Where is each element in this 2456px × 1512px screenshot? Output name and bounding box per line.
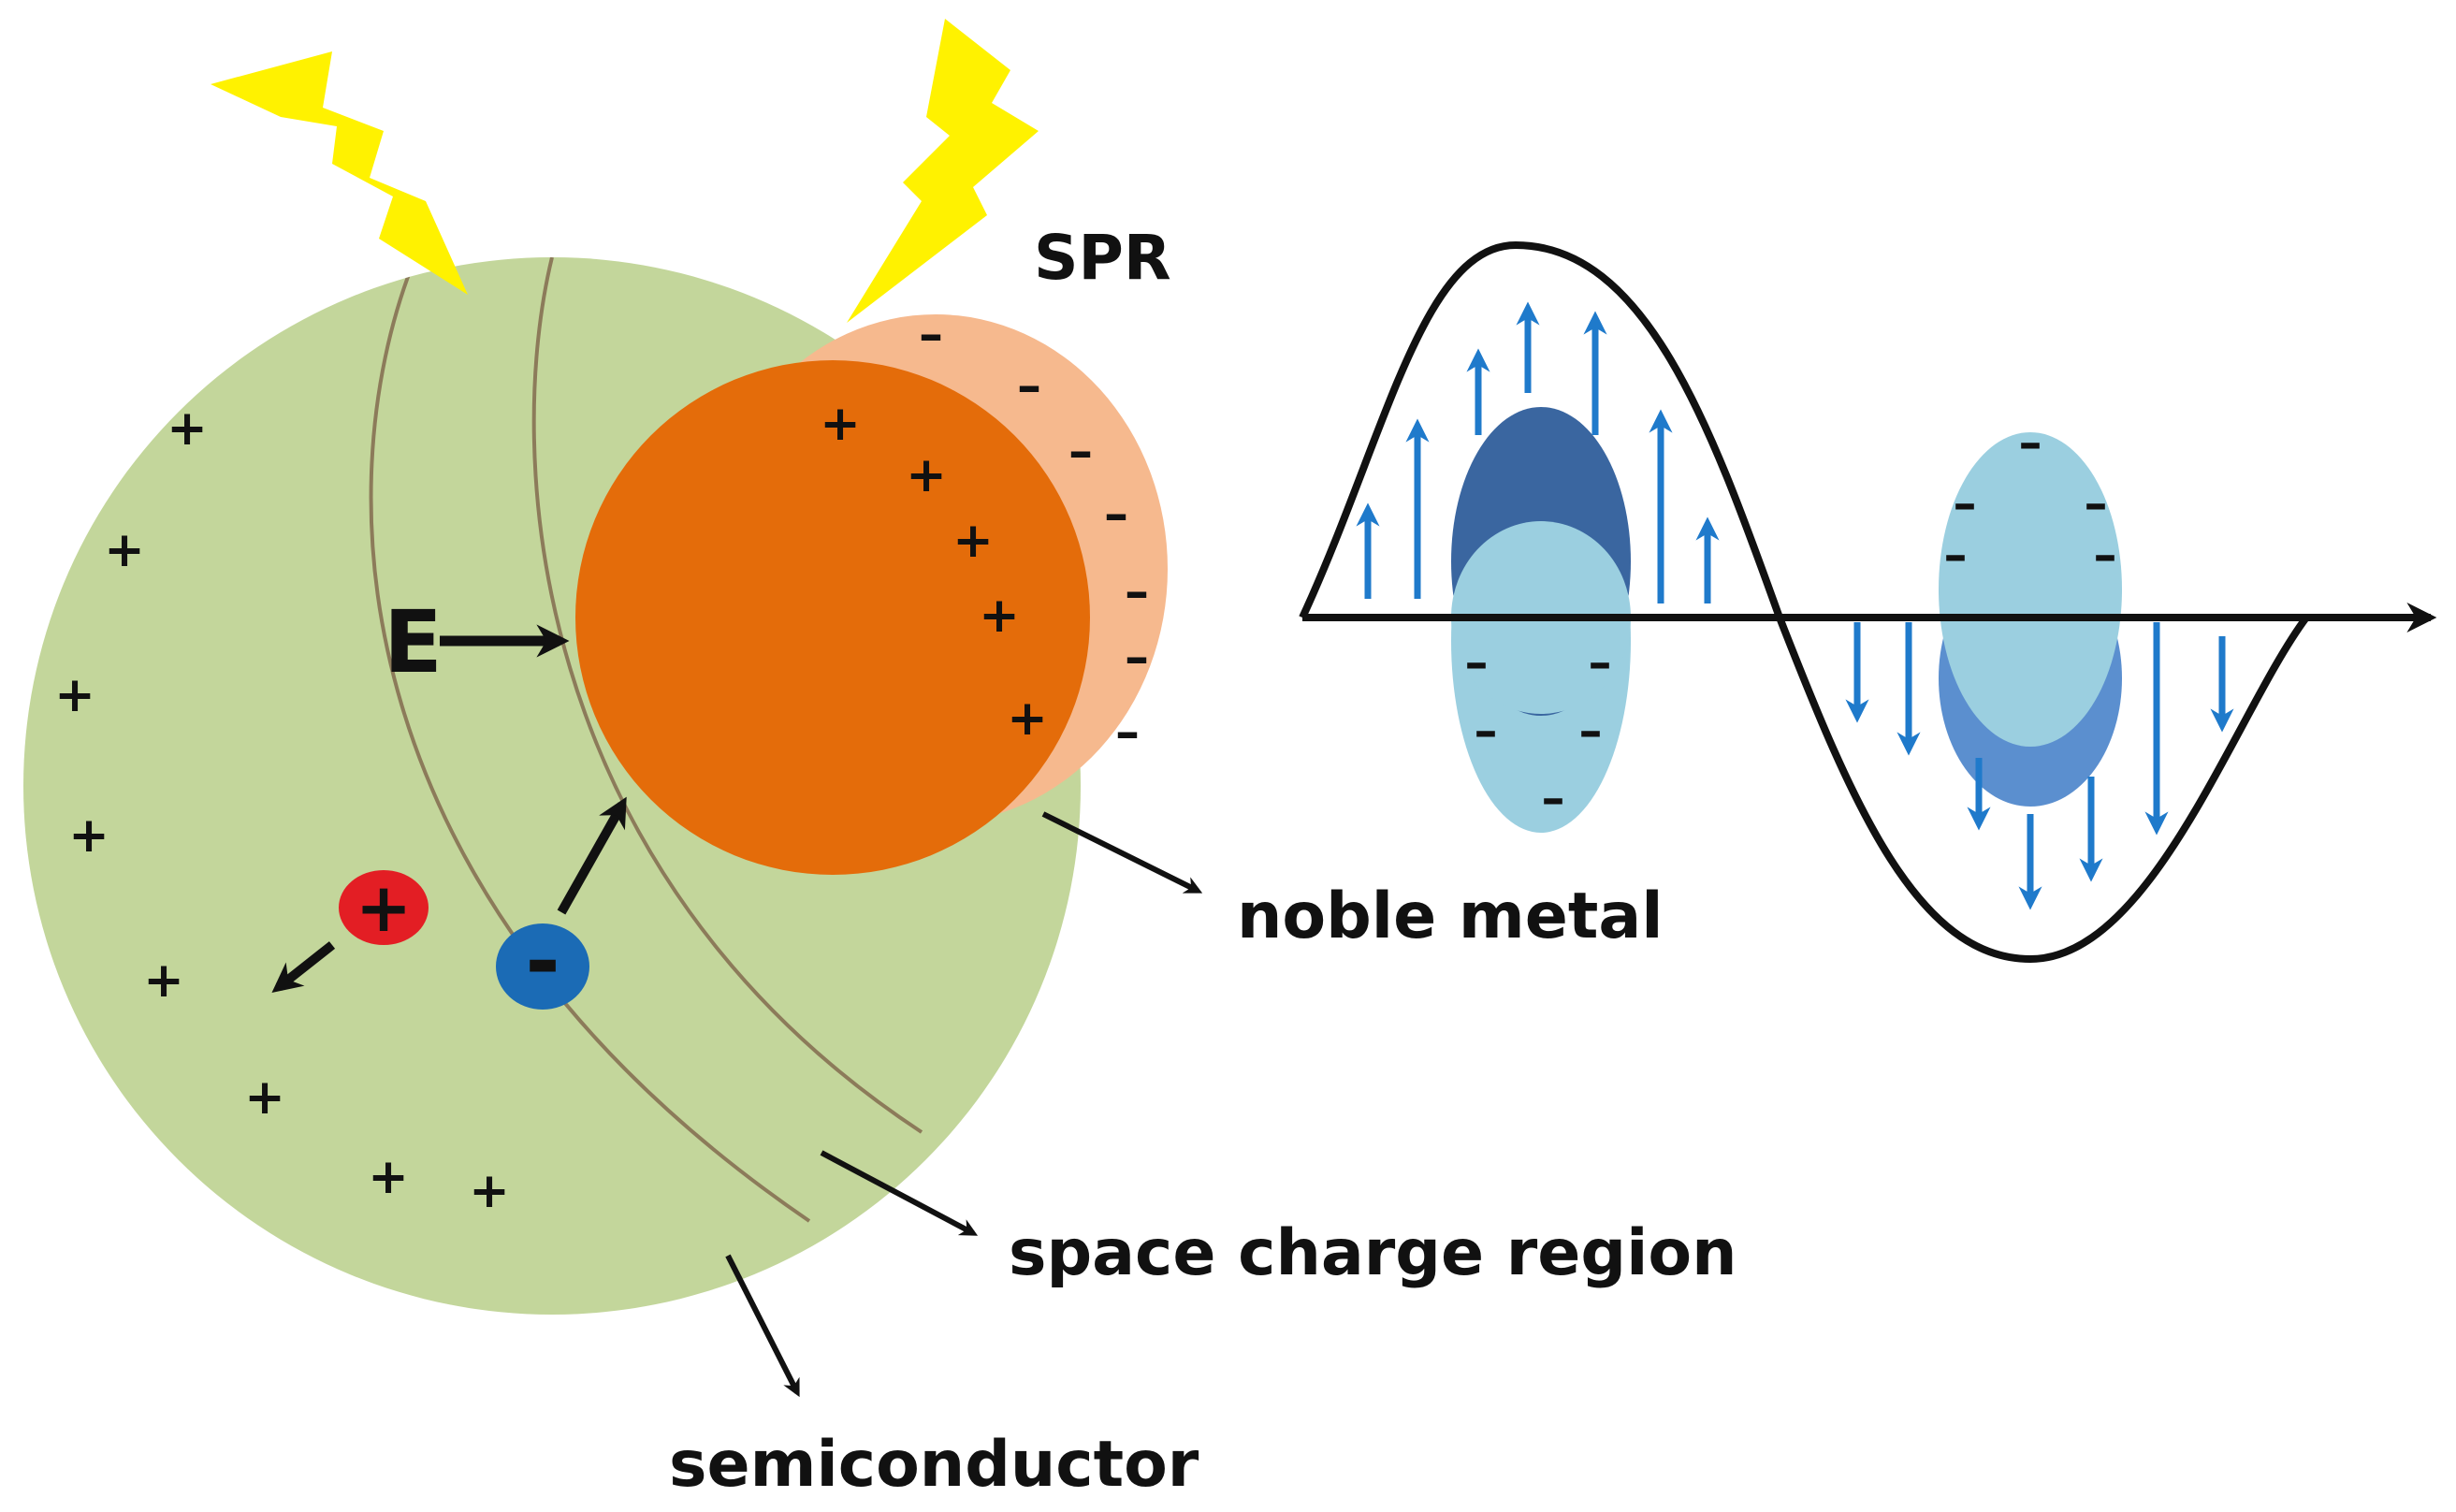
band-line-outer xyxy=(369,266,811,1223)
space-charge-band-lines xyxy=(369,257,923,1223)
plus-charge: + xyxy=(820,396,861,452)
lightning-bolt-icon xyxy=(211,51,468,295)
plus-charge: + xyxy=(979,588,1020,644)
lightning-bolt-icon xyxy=(847,19,1039,323)
minus-charge: – xyxy=(1125,630,1149,686)
minus-charge: – xyxy=(1589,635,1612,690)
minus-charge: – xyxy=(1944,528,1968,582)
plasmon-wave-panel: –––––––––– xyxy=(1299,240,2437,964)
noble-metal-plus-charges: +++++ xyxy=(820,396,1048,747)
minus-charge: – xyxy=(1104,487,1128,543)
space-charge-region-label: space charge region xyxy=(1009,1216,1737,1290)
hole-arrow-icon xyxy=(271,941,336,993)
semiconductor-label: semiconductor xyxy=(669,1428,1199,1502)
semiconductor-leader-arrow-icon xyxy=(725,1254,800,1398)
minus-charge: – xyxy=(1579,704,1603,758)
plus-charge: + xyxy=(54,667,95,723)
electron-arrow-icon xyxy=(557,796,627,915)
minus-charge: – xyxy=(919,307,943,363)
minus-charge: – xyxy=(1125,564,1149,620)
hole-carrier xyxy=(339,870,429,945)
plus-charge: + xyxy=(68,807,109,864)
plus-charge: + xyxy=(244,1069,285,1126)
minus-charge: – xyxy=(1017,358,1041,414)
semiconductor-plus-charges: + + + + + + + + xyxy=(54,400,510,1219)
spr-label: SPR xyxy=(1034,222,1171,294)
electron-cloud-upper-oval xyxy=(1939,432,2122,747)
minus-charge: – xyxy=(1542,771,1565,825)
electron-carrier-sign: - xyxy=(525,912,560,1010)
plus-charge: + xyxy=(952,513,994,569)
minus-charge: – xyxy=(1465,635,1489,690)
space-charge-leader-arrow-icon xyxy=(820,1150,979,1236)
minus-charge: – xyxy=(1475,704,1498,758)
plus-charge: + xyxy=(167,400,208,457)
noble-metal-leader-arrow-icon xyxy=(1041,811,1203,894)
plus-charge: + xyxy=(104,522,145,578)
e-field-label: E xyxy=(384,592,443,692)
minus-charge: – xyxy=(1115,705,1140,761)
oval-minus-charges: –––––––––– xyxy=(1465,415,2117,825)
minus-charge: – xyxy=(2019,415,2042,470)
minus-charge: – xyxy=(1954,476,1977,531)
plus-charge: + xyxy=(469,1163,510,1219)
band-line-inner xyxy=(531,257,923,1134)
noble-metal-label: noble metal xyxy=(1237,880,1664,953)
hole-carrier-sign: + xyxy=(356,868,412,947)
minus-charge: – xyxy=(1068,424,1093,480)
minus-charge: – xyxy=(2085,476,2108,531)
noble-metal-particle xyxy=(575,360,1090,875)
plus-charge: + xyxy=(143,952,184,1009)
electron-carrier xyxy=(496,923,589,1010)
minus-charge: – xyxy=(2094,528,2117,582)
field-arrows xyxy=(1356,301,2234,910)
plus-charge: + xyxy=(368,1149,409,1205)
spr-shell-minus-charges: ––––––– xyxy=(919,307,1149,761)
plus-charge: + xyxy=(1007,691,1048,747)
plus-charge: + xyxy=(906,447,947,503)
